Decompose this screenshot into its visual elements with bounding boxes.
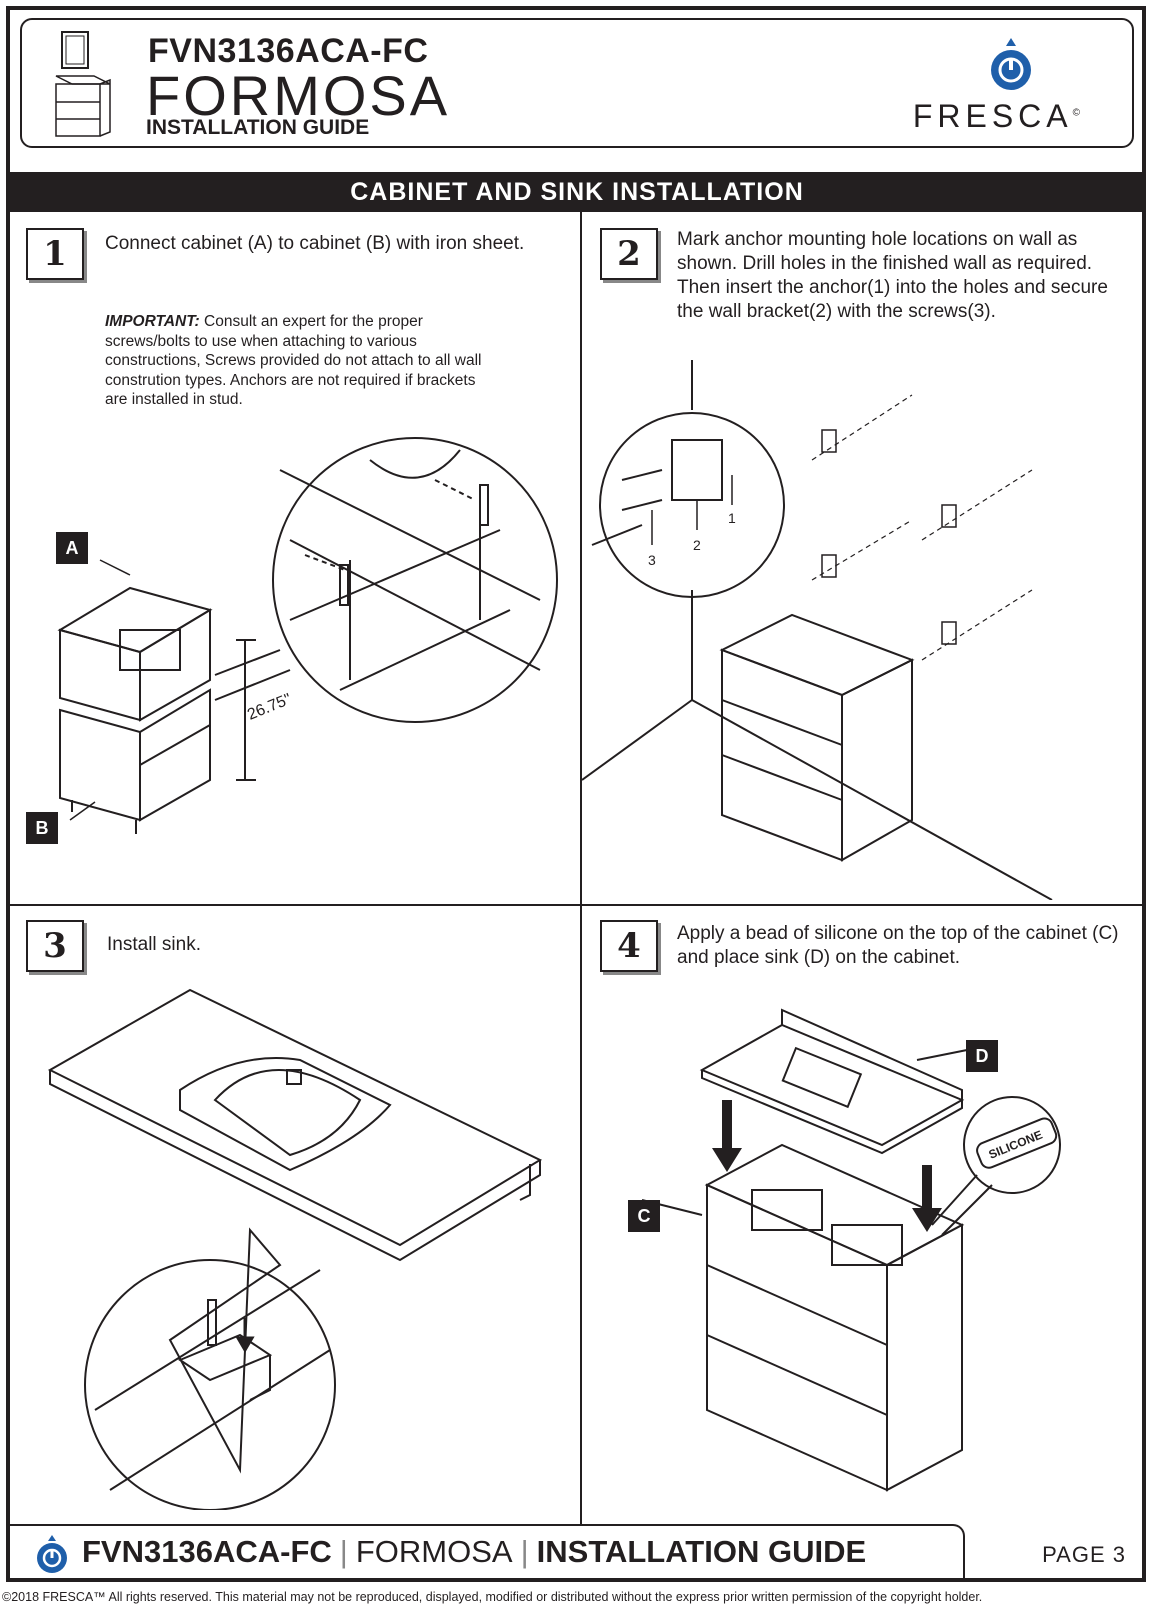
step-1-important-note: IMPORTANT: Consult an expert for the pro…	[105, 313, 482, 408]
footer-model: FVN3136ACA-FC	[82, 1534, 332, 1569]
part-label-1: 1	[728, 510, 736, 526]
header: FVN3136ACA-FC FORMOSA INSTALLATION GUIDE…	[20, 18, 1134, 148]
callout-a: A	[56, 532, 88, 564]
page-frame	[6, 6, 1146, 1582]
step-4-silicone-sink-illustration: SILICONE	[641, 1008, 1061, 1492]
step-2-number: 2	[600, 228, 658, 280]
step-2-wall-bracket-illustration: 1 2 3	[582, 360, 1053, 900]
step-1-text: Connect cabinet (A) to cabinet (B) with …	[105, 233, 525, 254]
callout-c: C	[628, 1200, 660, 1232]
page-number: PAGE 3	[1042, 1542, 1126, 1567]
footer-separator: |	[339, 1534, 348, 1569]
header-product: FORMOSA	[146, 64, 451, 127]
fresca-logo-icon	[991, 38, 1031, 90]
vanity-thumbnail-icon	[55, 31, 111, 137]
footer-title: FVN3136ACA-FC|FORMOSA|INSTALLATION GUIDE	[82, 1532, 866, 1572]
copyright-notice: ©2018 FRESCA™ All rights reserved. This …	[2, 1590, 983, 1604]
callout-d: D	[966, 1040, 998, 1072]
step-1-cabinet-illustration: 26.75"	[57, 437, 558, 834]
grid-divider-vertical	[580, 212, 582, 1524]
step-4-number: 4	[600, 920, 658, 972]
step-1-number: 1	[26, 228, 84, 280]
step-2-text: Mark anchor mounting hole locations on w…	[677, 229, 1108, 322]
step-3-text: Install sink.	[107, 934, 201, 955]
brand-name: FRESCA©	[912, 98, 1080, 134]
grid-divider-horizontal	[10, 904, 1144, 906]
footer-bar	[10, 1524, 965, 1582]
footer-separator: |	[520, 1534, 529, 1569]
footer-product: FORMOSA	[355, 1534, 513, 1569]
part-label-2: 2	[693, 537, 701, 553]
header-guide-label: INSTALLATION GUIDE	[146, 116, 370, 139]
footer-guide: INSTALLATION GUIDE	[536, 1534, 867, 1569]
fresca-footer-logo-icon	[37, 1535, 67, 1573]
step-3-sink-install-illustration	[47, 988, 543, 1510]
step-4-text: Apply a bead of silicone on the top of t…	[677, 923, 1119, 968]
header-model: FVN3136ACA-FC	[148, 32, 429, 70]
callout-b: B	[26, 812, 58, 844]
part-label-3: 3	[648, 552, 656, 568]
section-title: CABINET AND SINK INSTALLATION	[10, 172, 1144, 212]
step-3-number: 3	[26, 920, 84, 972]
dimension-label: 26.75"	[245, 691, 294, 724]
